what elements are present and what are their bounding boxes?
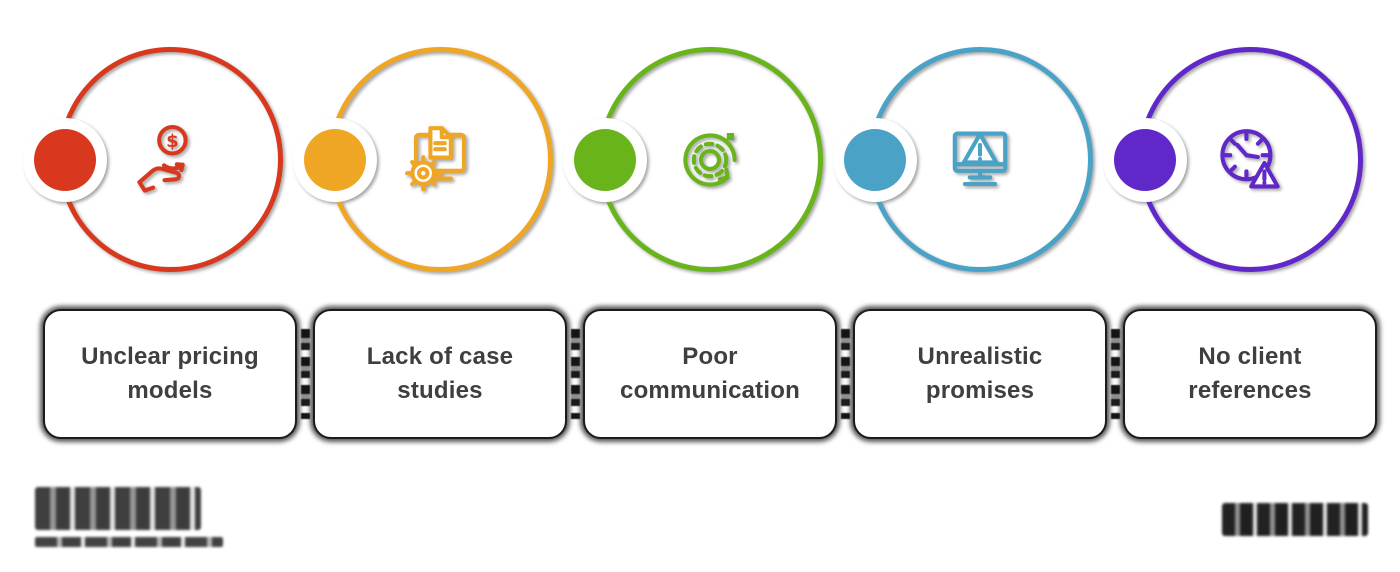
label-text: Unrealistic promises	[917, 343, 1043, 404]
case-study-document-icon	[398, 118, 482, 202]
clock-warning-icon	[1208, 118, 1292, 202]
risk-item-4	[843, 47, 1115, 272]
bullet-circle-2	[303, 128, 366, 191]
label-card-no-client-references: No client references	[1123, 309, 1377, 439]
label-card-poor-communication: Poor communication	[583, 309, 837, 439]
label-col-1: Unclear pricing models	[35, 309, 305, 439]
risk-item-2	[303, 47, 575, 272]
label-text: Lack of case studies	[366, 343, 514, 404]
risk-item-1: $	[33, 47, 305, 272]
box-connector-dashes	[570, 329, 580, 419]
bullet-circle-4	[843, 128, 906, 191]
bullet-circle-3	[573, 128, 636, 191]
watermark-redacted	[1222, 503, 1368, 536]
label-card-lack-case-studies: Lack of case studies	[313, 309, 567, 439]
circle-outline-3	[573, 47, 823, 272]
label-col-3: Poor communication	[570, 309, 845, 439]
label-cards-row: Unclear pricing models Lack of case stud…	[35, 309, 1385, 439]
circle-outline-5	[1113, 47, 1363, 272]
risk-item-3	[573, 47, 845, 272]
box-connector-dashes	[300, 329, 310, 419]
bullet-circle-1	[33, 128, 96, 191]
gear-sync-icon	[668, 118, 752, 202]
label-text: Unclear pricing models	[81, 343, 259, 404]
bullet-circle-5	[1113, 128, 1176, 191]
label-col-5: No client references	[1110, 309, 1385, 439]
box-connector-dashes	[1110, 329, 1120, 419]
label-text: Poor communication	[620, 343, 800, 404]
circle-outline-4	[843, 47, 1093, 272]
svg-text:$: $	[166, 130, 179, 151]
risk-item-5	[1113, 47, 1385, 272]
circle-outline-2	[303, 47, 553, 272]
money-in-hand-icon: $	[128, 118, 212, 202]
label-card-unclear-pricing: Unclear pricing models	[43, 309, 297, 439]
circles-row: $	[33, 47, 1385, 272]
label-col-4: Unrealistic promises	[840, 309, 1115, 439]
label-text: No client references	[1188, 343, 1312, 404]
box-connector-dashes	[840, 329, 850, 419]
brand-wordmark-redacted	[35, 487, 201, 530]
brand-tagline-redacted	[35, 537, 223, 547]
brand-logo-redacted	[35, 487, 223, 547]
label-col-2: Lack of case studies	[300, 309, 575, 439]
label-card-unrealistic-promises: Unrealistic promises	[853, 309, 1107, 439]
circle-outline-1: $	[33, 47, 283, 272]
monitor-warning-icon	[938, 118, 1022, 202]
